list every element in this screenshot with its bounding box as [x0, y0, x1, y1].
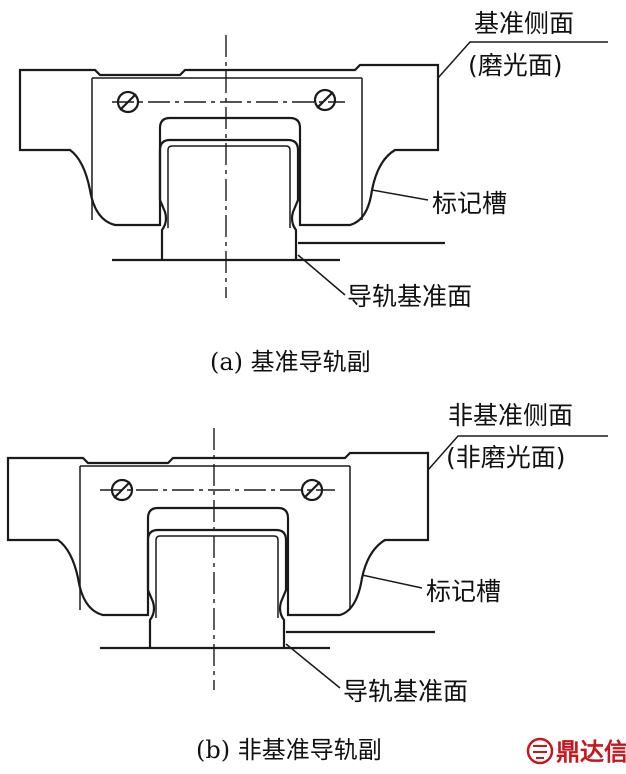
leader-side-b	[427, 435, 608, 471]
label-reference-side: 基准侧面	[474, 9, 574, 38]
label-marking-groove: 标记槽	[432, 189, 507, 218]
caption-b: (b) 非基准导轨副	[196, 736, 382, 764]
diagram-a: 基准侧面 (磨光面) 标记槽 导轨基准面 (a) 基准导轨副	[18, 9, 608, 376]
carriage-outline	[6, 451, 430, 617]
leader-groove-a	[371, 189, 429, 201]
watermark-icon	[526, 737, 554, 765]
leader-groove-b	[361, 574, 423, 589]
label-marking-groove: 标记槽	[426, 577, 501, 606]
label-rail-datum: 导轨基准面	[347, 282, 472, 311]
watermark-logo: 鼎达信	[526, 737, 626, 766]
label-rail-datum: 导轨基准面	[343, 677, 468, 706]
label-non-reference-side: 非基准侧面	[448, 401, 573, 430]
rail-inner-profile	[167, 145, 291, 228]
screw-right-icon	[313, 88, 337, 112]
leader-base-a	[297, 254, 346, 296]
watermark-text: 鼎达信	[556, 738, 626, 766]
diagram-b: 非基准侧面 (非磨光面) 标记槽 导轨基准面 (b) 非基准导轨副	[6, 401, 608, 764]
carriage-outline	[18, 63, 440, 227]
label-non-ground-surface: (非磨光面)	[446, 443, 566, 472]
rail-profile	[158, 138, 300, 260]
leader-base-b	[285, 643, 341, 689]
label-ground-surface: (磨光面)	[468, 51, 563, 80]
rail-profile	[146, 528, 288, 648]
leader-side-a	[437, 41, 608, 79]
caption-a: (a) 基准导轨副	[210, 348, 371, 376]
rail-inner-profile	[155, 535, 279, 618]
